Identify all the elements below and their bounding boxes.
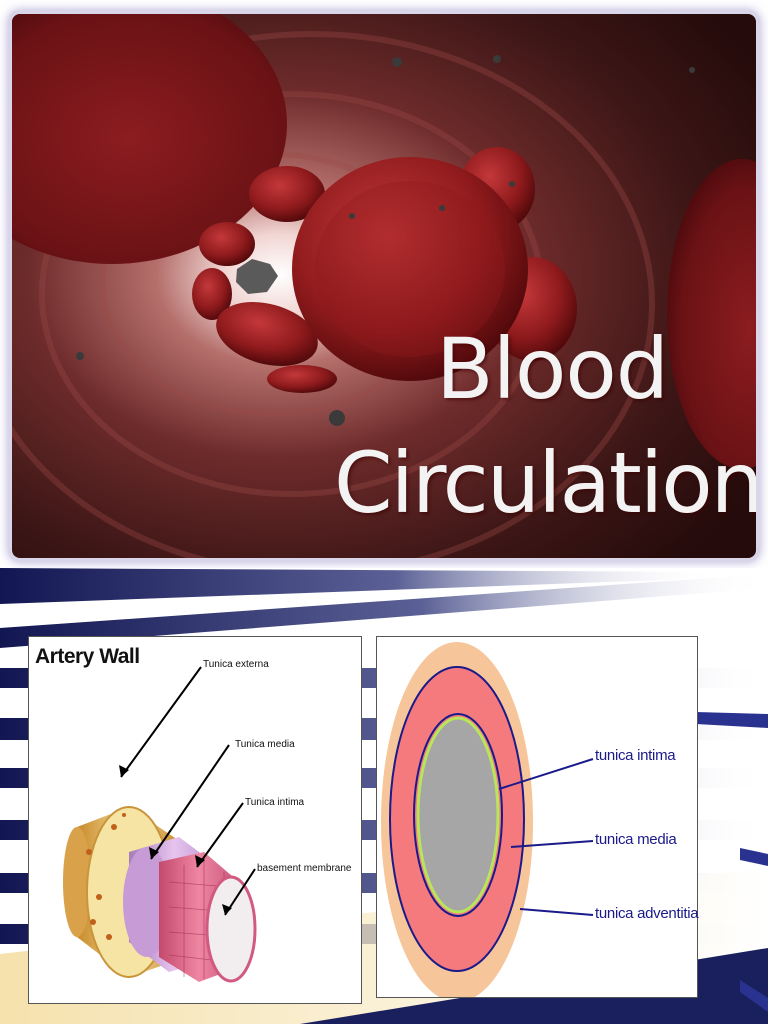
blood-vessel-illustration (12, 14, 756, 558)
artery-wall-title: Artery Wall (35, 645, 140, 668)
label-tunica-adventitia-cross: tunica adventitia (595, 905, 699, 922)
red-blood-cell (292, 157, 528, 381)
label-tunica-media: Tunica media (235, 739, 295, 750)
red-blood-cell (192, 268, 232, 320)
artery-wall-illustration (63, 666, 257, 983)
red-blood-cell (199, 222, 255, 266)
red-blood-cell (267, 365, 337, 393)
label-tunica-intima-cross: tunica intima (595, 747, 676, 764)
tunica-intima-layer (416, 716, 500, 914)
cross-section-diagram: tunica intima tunica media tunica advent… (376, 636, 699, 998)
red-blood-cell (12, 14, 287, 264)
label-tunica-externa: Tunica externa (203, 659, 269, 670)
hero-image: Blood Circulation (12, 14, 756, 558)
cross-section-illustration (381, 642, 594, 997)
red-blood-cell (216, 302, 318, 366)
platelet (236, 259, 278, 294)
label-tunica-intima: Tunica intima (245, 797, 305, 808)
red-blood-cell (667, 159, 756, 469)
label-basement-membrane: basement membrane (257, 863, 352, 874)
label-tunica-media-cross: tunica media (595, 831, 677, 848)
artery-wall-diagram: Artery Wall (28, 636, 362, 1004)
red-blood-cell (249, 166, 325, 222)
